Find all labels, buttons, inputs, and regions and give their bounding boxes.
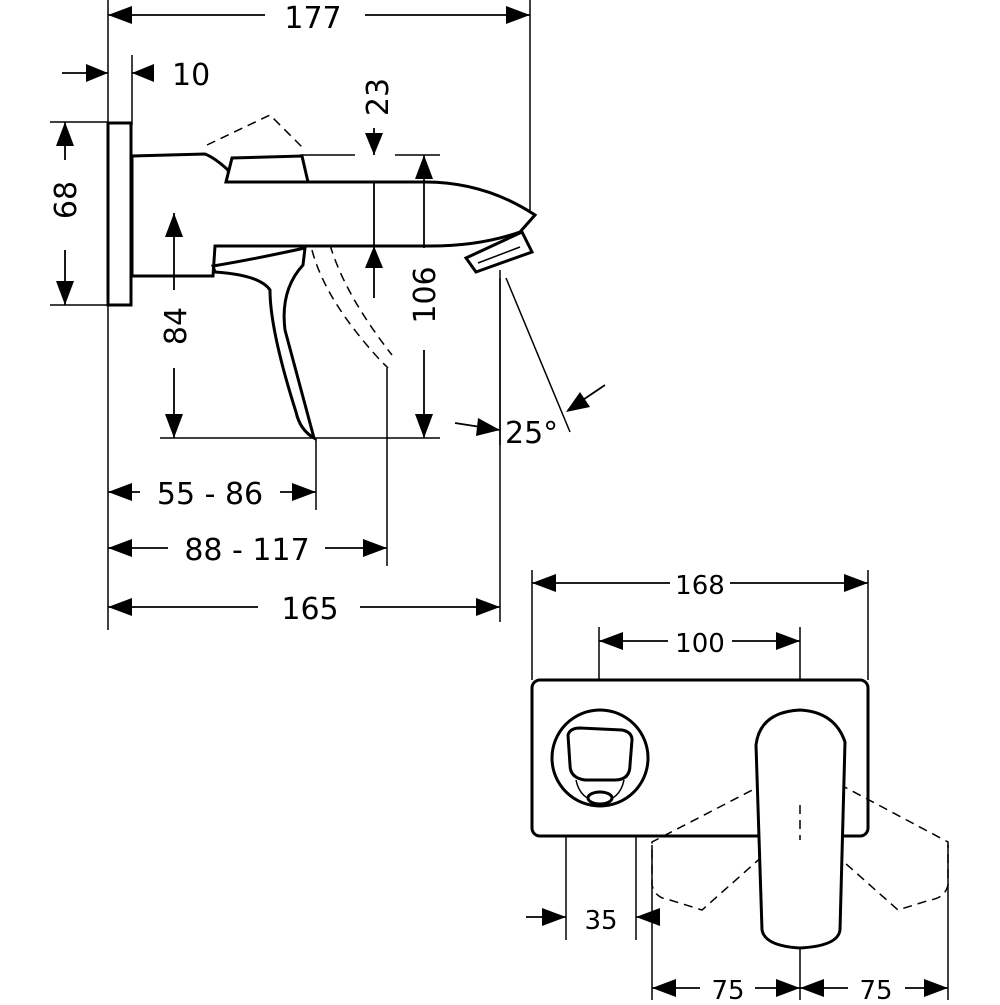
dim-center-distance: 100 [675, 629, 725, 659]
dim-plate-width: 168 [675, 571, 725, 601]
dim-plate-height: 68 [49, 181, 84, 219]
dim-plate-thickness: 10 [172, 58, 210, 93]
dim-lever-reach-open: 88 - 117 [184, 533, 309, 568]
lever-swing-right [759, 741, 949, 911]
lever-swing-left [651, 741, 846, 911]
side-view: 177 10 68 23 106 84 [49, 0, 606, 630]
handle-cap [224, 154, 310, 184]
dim-outlet-height: 106 [408, 266, 443, 323]
dim-lever-reach: 55 - 86 [157, 477, 263, 512]
dim-lever-height: 84 [159, 307, 194, 345]
dim-spray-angle: 25° [505, 416, 558, 451]
dim-lever-swing-left: 75 [711, 976, 744, 1000]
wall-plate [106, 121, 133, 307]
dim-outlet-offset: 35 [584, 906, 617, 936]
lever-open-position [206, 114, 306, 151]
lever-handle [211, 246, 317, 442]
dim-total-depth: 177 [284, 1, 341, 36]
dim-handle-height: 23 [361, 78, 396, 116]
front-view: 168 100 35 75 75 [526, 570, 949, 1005]
spout-body [130, 152, 538, 278]
dim-spout-projection: 165 [281, 592, 338, 627]
dim-lever-swing-right: 75 [859, 976, 892, 1000]
